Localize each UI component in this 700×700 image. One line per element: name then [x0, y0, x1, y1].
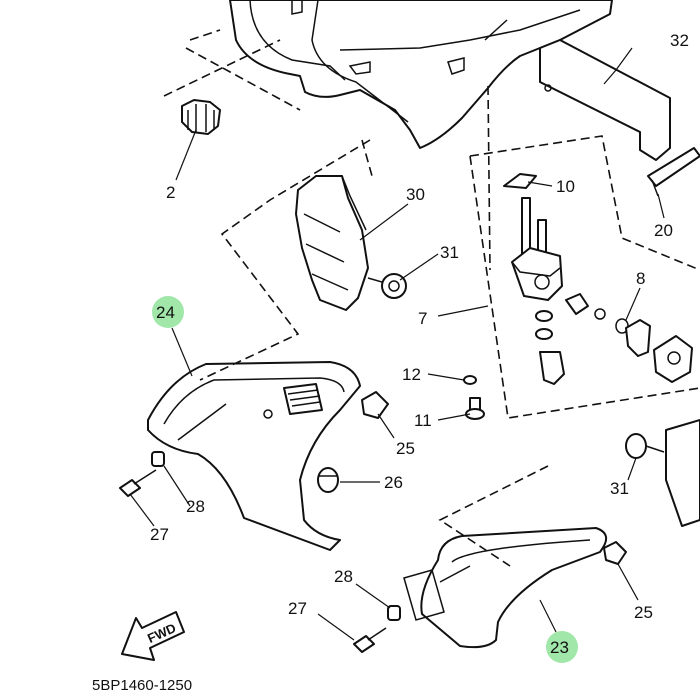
callout-8: 8 — [636, 269, 645, 288]
callout-numbers: 32 10 2 30 20 31 8 24 7 12 11 25 26 28 2… — [150, 31, 689, 657]
part-2-grommet[interactable] — [181, 99, 221, 135]
part-26-grommet[interactable] — [317, 467, 339, 493]
highlight-markers — [152, 296, 578, 663]
callout-27a: 27 — [150, 525, 169, 544]
part-25-clip-right[interactable] — [603, 541, 627, 565]
part-20-hose[interactable] — [647, 147, 700, 197]
part-28-collar-right[interactable] — [387, 605, 401, 621]
part-24-side-cover-left[interactable] — [147, 361, 361, 551]
callout-25a: 25 — [396, 439, 415, 458]
bracket-right-edge — [665, 419, 700, 527]
callout-28a: 28 — [186, 497, 205, 516]
callout-31a: 31 — [440, 243, 459, 262]
callout-2: 2 — [166, 183, 175, 202]
assembly-dashed-lines — [163, 29, 549, 567]
fuel-cock-group-box — [469, 135, 700, 419]
diagram-part-code: 5BP1460-1250 — [92, 677, 192, 694]
part-7-fuel-cock[interactable] — [511, 197, 563, 301]
callout-27b: 27 — [288, 599, 307, 618]
part-27-bolt-right[interactable] — [353, 627, 387, 653]
callout-28b: 28 — [334, 567, 353, 586]
highlight-24 — [152, 296, 184, 328]
reflector-bracket — [283, 383, 323, 415]
callout-11: 11 — [414, 411, 432, 430]
callout-30: 30 — [406, 185, 425, 204]
forward-direction-arrow: FWD — [121, 611, 185, 661]
callout-32: 32 — [670, 31, 689, 50]
part-30-bracket[interactable] — [295, 175, 369, 311]
part-31-grommet-lower[interactable] — [625, 433, 665, 459]
frame-bracket-top — [229, 0, 613, 149]
callout-10: 10 — [556, 177, 575, 196]
part-12-washer[interactable] — [463, 375, 477, 385]
part-32-rail[interactable] — [539, 39, 671, 161]
callout-25b: 25 — [634, 603, 653, 622]
part-27-bolt-left[interactable] — [119, 469, 157, 497]
callout-23: 23 — [550, 638, 569, 657]
part-23-side-cover-right[interactable] — [403, 527, 607, 649]
fuel-cock-small-parts — [535, 293, 693, 385]
callout-31b: 31 — [610, 479, 629, 498]
callout-24: 24 — [156, 303, 175, 322]
callout-7: 7 — [418, 309, 427, 328]
part-25-clip-left[interactable] — [361, 391, 389, 419]
callout-12: 12 — [402, 365, 421, 384]
callout-20: 20 — [654, 221, 673, 240]
part-10-clip[interactable] — [503, 173, 537, 189]
part-31-grommet-upper[interactable] — [367, 273, 407, 299]
part-28-collar-left[interactable] — [151, 451, 165, 467]
highlight-23 — [546, 631, 578, 663]
part-11-bolt[interactable] — [465, 397, 485, 420]
leader-lines — [129, 47, 665, 641]
callout-26: 26 — [384, 473, 403, 492]
